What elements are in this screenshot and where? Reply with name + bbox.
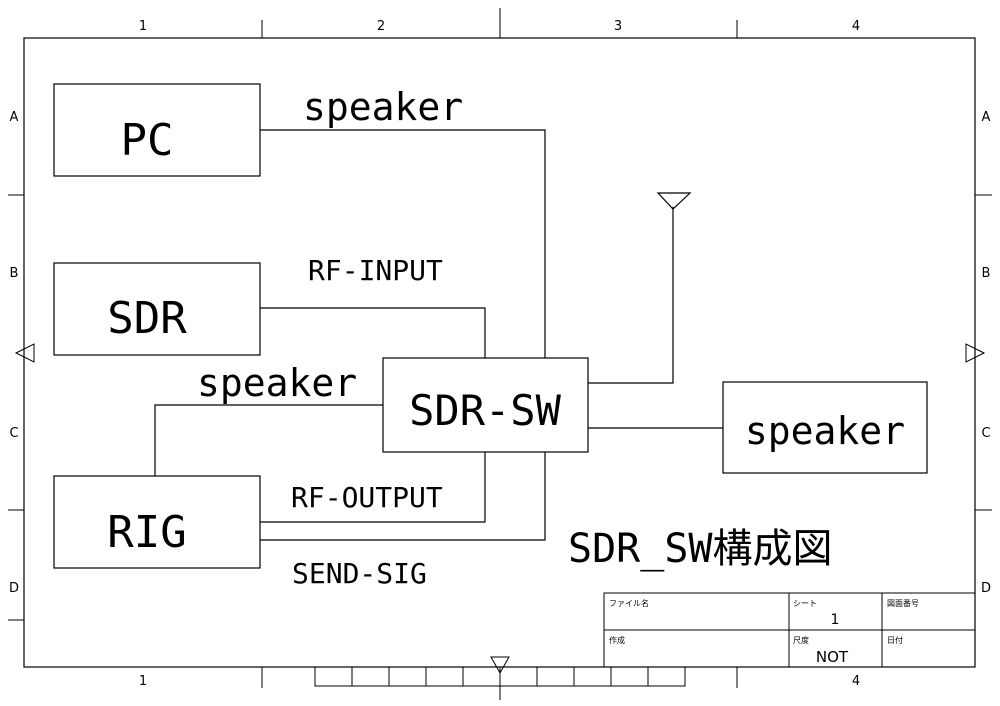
top-ruler-label-1: 1 <box>139 19 147 34</box>
signal-rf-output-label: RF-OUTPUT <box>291 481 443 514</box>
signal-pc-speaker-label: speaker <box>303 85 463 129</box>
title-block-scale-label: 尺度 <box>793 635 809 645</box>
wire-sdr-rf-input <box>260 307 486 358</box>
right-ruler-label-a: A <box>982 110 991 125</box>
left-ruler-label-c: C <box>9 426 18 441</box>
title-block-sheet-value: 1 <box>831 612 840 628</box>
diagram-title: SDR_SW構成図 <box>568 526 833 572</box>
left-ruler: A B C D <box>8 110 35 621</box>
wire-pc-speaker <box>260 129 546 358</box>
connection-wires <box>154 129 723 541</box>
block-rig: RIG <box>53 475 261 569</box>
title-block-sheet-label: シート <box>793 599 817 608</box>
signal-rf-input-label: RF-INPUT <box>308 254 443 287</box>
top-ruler: 1 2 3 4 <box>139 8 860 38</box>
left-ruler-label-d: D <box>9 581 19 596</box>
wire-antenna <box>588 207 674 384</box>
block-sdr-sw-label: SDR-SW <box>409 386 561 435</box>
left-ruler-label-b: B <box>10 266 19 281</box>
top-ruler-label-3: 3 <box>614 19 622 34</box>
right-ruler: A B C D <box>965 110 992 596</box>
left-ruler-label-a: A <box>10 110 19 125</box>
title-block-file-name-label: ファイル名 <box>609 598 649 608</box>
right-ruler-label-d: D <box>981 581 991 596</box>
top-ruler-label-2: 2 <box>377 19 385 34</box>
title-block: ファイル名 シート 1 図面番号 作成 尺度 NOT 日付 <box>603 592 976 668</box>
block-sdr: SDR <box>53 262 261 356</box>
bottom-scale-strip <box>314 666 686 687</box>
left-center-mark <box>14 343 35 363</box>
right-ruler-label-b: B <box>982 266 991 281</box>
right-ruler-label-c: C <box>981 426 990 441</box>
block-pc-label: PC <box>121 115 174 166</box>
title-block-scale-value: NOT <box>816 648 849 666</box>
wire-rig-speaker <box>154 404 383 476</box>
block-speaker: speaker <box>722 381 928 474</box>
wire-rig-send-sig <box>260 452 546 541</box>
title-block-author-label: 作成 <box>609 635 625 645</box>
signal-rig-speaker-label: speaker <box>197 361 357 405</box>
right-center-mark <box>965 343 986 363</box>
bottom-center-mark <box>490 656 510 675</box>
block-rig-label: RIG <box>107 507 186 558</box>
bottom-ruler-label-1: 1 <box>139 674 147 689</box>
bottom-ruler: 1 4 <box>139 656 860 700</box>
block-sdr-label: SDR <box>107 293 187 344</box>
top-ruler-label-4: 4 <box>852 19 860 34</box>
signal-send-sig-label: SEND-SIG <box>292 557 427 590</box>
block-speaker-label: speaker <box>745 409 905 453</box>
bottom-ruler-label-4: 4 <box>852 674 860 689</box>
block-sdr-sw: SDR-SW <box>382 357 589 453</box>
antenna-icon <box>656 192 692 210</box>
block-pc: PC <box>53 83 261 177</box>
title-block-date-label: 日付 <box>887 635 903 645</box>
wire-rig-rf-output <box>260 452 486 523</box>
title-block-drawing-no-label: 図面番号 <box>887 598 919 608</box>
